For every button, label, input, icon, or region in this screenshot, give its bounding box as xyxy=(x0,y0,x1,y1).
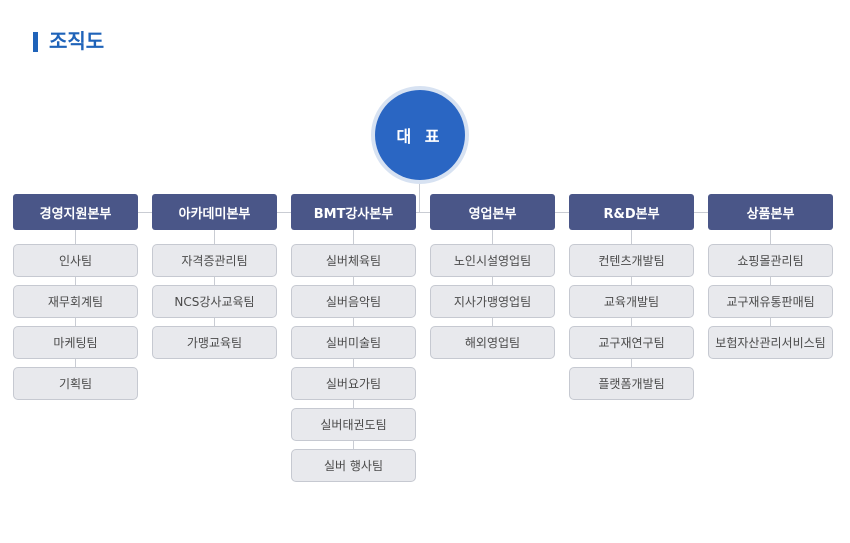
team-box: 교육개발팀 xyxy=(569,285,694,318)
team-box: 실버 행사팀 xyxy=(291,449,416,482)
team-box: 실버음악팀 xyxy=(291,285,416,318)
team-box: 인사팀 xyxy=(13,244,138,277)
team-box: 실버체육팀 xyxy=(291,244,416,277)
team-box: 쇼핑몰관리팀 xyxy=(708,244,833,277)
department-box: 경영지원본부 xyxy=(13,194,138,230)
team-box: 교구재연구팀 xyxy=(569,326,694,359)
page-title: 조직도 xyxy=(49,29,105,53)
department-box: R&D본부 xyxy=(569,194,694,230)
team-box: 실버미술팀 xyxy=(291,326,416,359)
ceo-node: 대 표 xyxy=(375,90,465,180)
department-box: 상품본부 xyxy=(708,194,833,230)
team-box: 컨텐츠개발팀 xyxy=(569,244,694,277)
team-box: 자격증관리팀 xyxy=(152,244,277,277)
team-box: 기획팀 xyxy=(13,367,138,400)
department-box: 영업본부 xyxy=(430,194,555,230)
team-box: 마케팅팀 xyxy=(13,326,138,359)
team-box: 보험자산관리서비스팀 xyxy=(708,326,833,359)
team-box: 플랫폼개발팀 xyxy=(569,367,694,400)
team-box: 노인시설영업팀 xyxy=(430,244,555,277)
team-box: NCS강사교육팀 xyxy=(152,285,277,318)
department-box: 아카데미본부 xyxy=(152,194,277,230)
team-box: 실버태권도팀 xyxy=(291,408,416,441)
title-accent-bar xyxy=(33,32,38,52)
team-box: 지사가맹영업팀 xyxy=(430,285,555,318)
team-box: 가맹교육팀 xyxy=(152,326,277,359)
team-box: 재무회계팀 xyxy=(13,285,138,318)
team-box: 교구재유통판매팀 xyxy=(708,285,833,318)
team-box: 실버요가팀 xyxy=(291,367,416,400)
department-box: BMT강사본부 xyxy=(291,194,416,230)
ceo-connector-line xyxy=(419,184,420,212)
team-box: 해외영업팀 xyxy=(430,326,555,359)
department-bus-line xyxy=(75,212,771,213)
